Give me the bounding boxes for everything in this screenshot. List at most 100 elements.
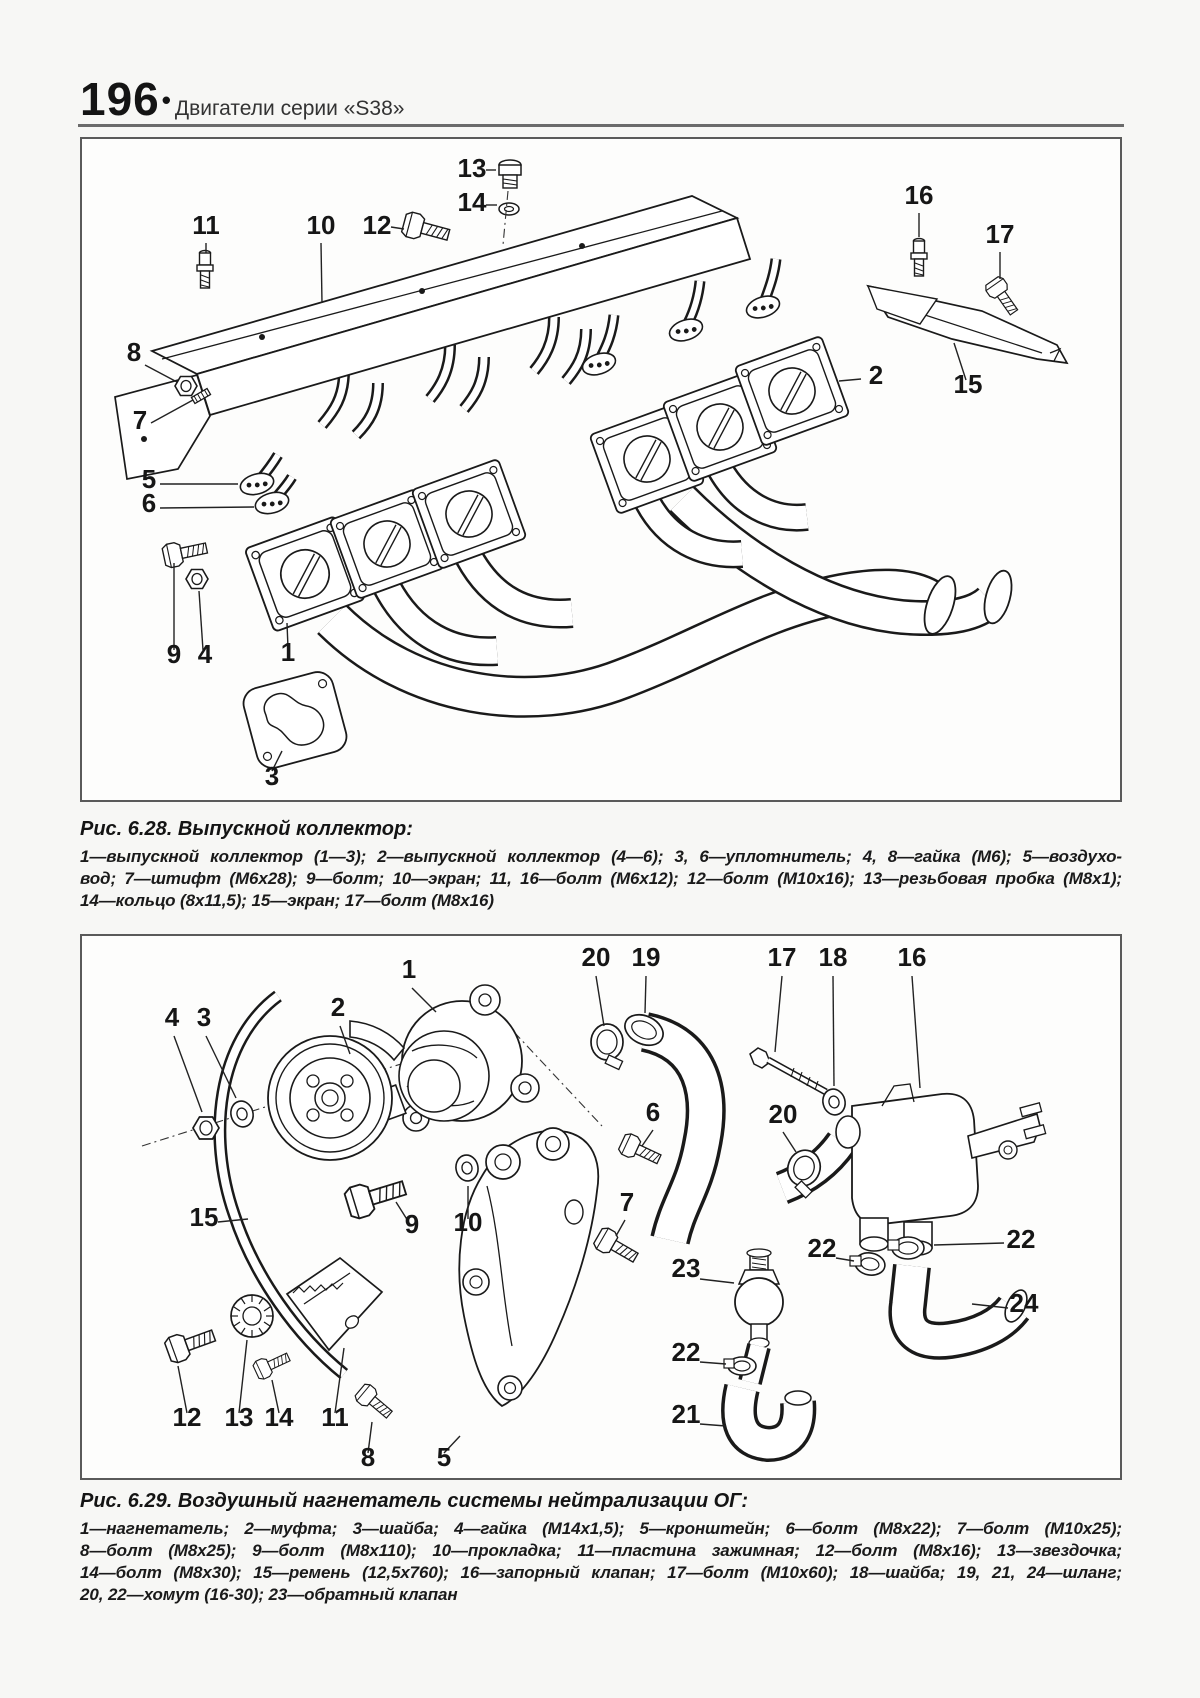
downpipe-flange (923, 575, 957, 635)
callout-9: 9 (167, 639, 181, 669)
air-pad (665, 314, 707, 346)
bolt-12 (162, 1322, 219, 1366)
callout-12: 12 (173, 1402, 202, 1432)
callout-4: 4 (198, 639, 213, 669)
callout-leader (699, 1278, 735, 1284)
callout-8: 8 (127, 337, 141, 367)
coupling-2 (349, 1020, 406, 1062)
bolt-6 (616, 1131, 665, 1171)
pulley (267, 1035, 393, 1161)
callout-7: 7 (620, 1187, 634, 1217)
callout-leader (334, 1347, 345, 1414)
legend-line: 8—болт (М8х25); 9—болт (М8х110); 10—прок… (80, 1541, 1122, 1560)
callout-14: 14 (458, 187, 487, 217)
ring-14 (498, 202, 520, 216)
legend-line: 1—выпускной коллектор (1—3); 2—выпускной… (80, 847, 1122, 866)
callout-17: 17 (768, 942, 797, 972)
callout-13: 13 (458, 153, 487, 183)
callout-leader (339, 1025, 351, 1055)
callout-leader (832, 975, 835, 1087)
callout-leader (595, 975, 605, 1027)
callout-leader (774, 975, 783, 1053)
callout-10: 10 (454, 1207, 483, 1237)
callout-leader (217, 1218, 249, 1223)
callout-1: 1 (281, 637, 295, 667)
bolt-9 (342, 1171, 410, 1222)
callout-leader (411, 987, 437, 1013)
callout-leader (835, 1257, 855, 1262)
legend-line: 14—кольцо (8х11,5); 15—экран; 17—болт (М… (80, 891, 494, 910)
bolt-12 (400, 210, 453, 248)
callout-21: 21 (672, 1399, 701, 1429)
callout-22: 22 (1007, 1224, 1036, 1254)
callout-12: 12 (363, 210, 392, 240)
callout-leader (367, 1421, 373, 1454)
callout-leader (971, 1303, 1009, 1309)
sprocket-13 (230, 1294, 274, 1338)
callout-11: 11 (192, 210, 220, 240)
bolt-11 (196, 249, 214, 289)
callout-leader (271, 750, 283, 772)
callout-leader (615, 1219, 626, 1237)
callout-leader (644, 975, 647, 1014)
callout-leader (271, 1379, 280, 1414)
bolt-17 (982, 274, 1024, 319)
callout-9: 9 (405, 1209, 419, 1239)
callout-leader (443, 1435, 461, 1454)
figure-6-28-caption: Рис. 6.28. Выпускной коллектор: (80, 818, 413, 840)
belt-15 (213, 990, 349, 1380)
callout-10: 10 (307, 210, 336, 240)
manifold-flanges (243, 334, 851, 633)
washer-3 (227, 1097, 257, 1131)
nut-8 (174, 375, 198, 397)
callout-6: 6 (142, 488, 156, 518)
clamp-22 (887, 1236, 925, 1260)
figure-6-29-drawing: 2019171816123462015910722222324222112131… (141, 942, 1047, 1472)
bolt-9 (160, 535, 210, 570)
callout-8: 8 (361, 1442, 375, 1472)
callout-14: 14 (265, 1402, 294, 1432)
callout-leader (159, 506, 255, 509)
bolt-8 (352, 1381, 397, 1424)
legend-line: вод; 7—штифт (М6х28); 9—болт; 10—экран; … (80, 869, 1122, 888)
fasteners (160, 159, 1024, 590)
hose-19 (624, 1012, 726, 1245)
figure-6-29-legend: 1—нагнетатель; 2—муфта; 3—шайба; 4—гайка… (80, 1518, 1122, 1606)
clamp-plate-11 (285, 1256, 384, 1352)
callout-leader (150, 399, 194, 424)
air-pump-diagram (141, 984, 1047, 1463)
nut-4 (192, 1116, 220, 1140)
callout-leader (144, 364, 178, 383)
callout-15: 15 (190, 1202, 219, 1232)
bolt-16 (910, 237, 928, 277)
clamp-22 (849, 1252, 886, 1276)
callout-leader (320, 242, 323, 304)
clamp-20 (590, 1023, 624, 1071)
callout-7: 7 (133, 405, 147, 435)
callout-1: 1 (402, 954, 416, 984)
bolt-14 (251, 1347, 294, 1382)
callout-3: 3 (265, 761, 279, 791)
legend-line: 20, 22—хомут (16-30); 23—обратный клапан (80, 1585, 458, 1604)
washer-10 (453, 1152, 481, 1184)
air-duct-pipes (237, 258, 784, 518)
callout-leader (238, 1339, 248, 1414)
header-rule (78, 124, 1124, 127)
bracket-5 (458, 1127, 600, 1408)
callout-22: 22 (808, 1233, 837, 1263)
callout-leader (198, 590, 204, 651)
callout-16: 16 (898, 942, 927, 972)
callout-leader (838, 378, 862, 382)
air-pad (742, 291, 784, 323)
callout-leader (173, 1035, 203, 1113)
callout-leader (933, 1242, 1005, 1246)
downpipe-flange (983, 569, 1013, 625)
bolt-7 (591, 1225, 643, 1269)
callout-15: 15 (954, 369, 983, 399)
callout-leader (911, 975, 921, 1089)
check-valve-23 (734, 1248, 784, 1349)
